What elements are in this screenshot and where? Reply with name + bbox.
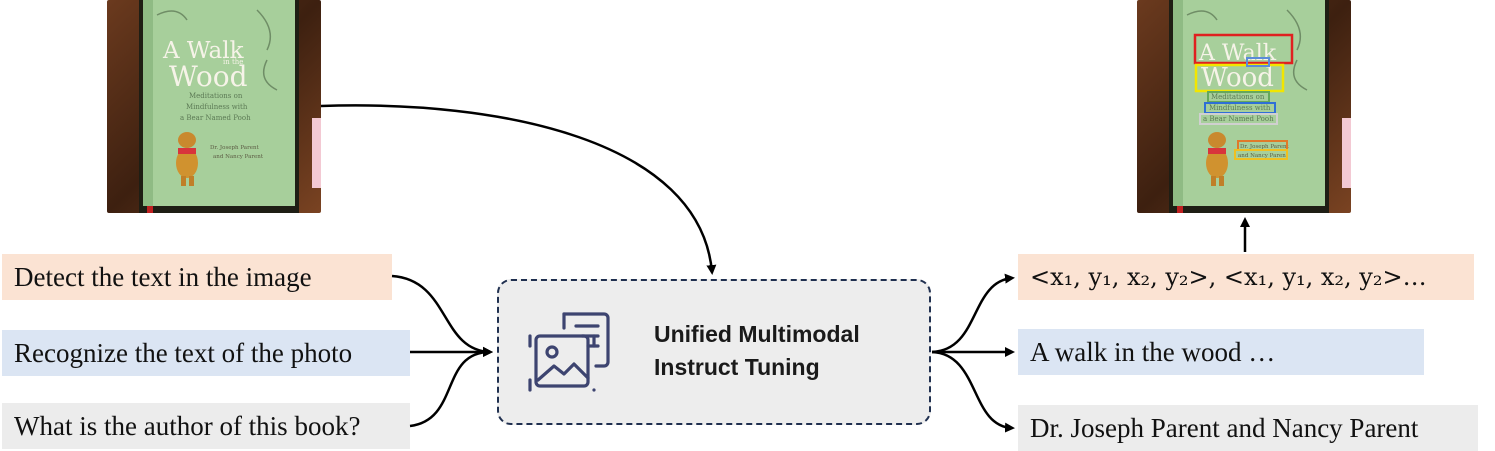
arrow-model-to-a1 — [931, 273, 1015, 354]
cover-subtitle-2: Mindfulness with — [186, 103, 248, 111]
cover-title-line2: Wood — [169, 60, 248, 93]
model-box — [497, 279, 931, 425]
instruction-question: What is the author of this book? — [2, 403, 410, 449]
cover-subtitle-3: a Bear Named Pooh — [180, 114, 251, 122]
cover-subtitle-1: Meditations on — [189, 92, 243, 100]
arrow-q3-to-model — [409, 347, 493, 428]
instruction-detect: Detect the text in the image — [2, 254, 392, 300]
cover-author-2: and Nancy Parent — [213, 154, 264, 160]
output-recognition: A walk in the wood … — [1018, 329, 1424, 375]
model-label-line1: Unified Multimodal — [654, 321, 860, 347]
arrow-model-to-a3 — [931, 350, 1015, 433]
model-label-line2: Instruct Tuning — [654, 354, 820, 380]
cover-title-small: in the — [223, 58, 243, 66]
arrow-image-to-model — [320, 104, 717, 275]
output-detection-image: A Walk Wood Meditations on Mindfulness w… — [1137, 0, 1351, 213]
cover-subtitle-1: Meditations on — [1211, 93, 1265, 101]
cover-author-1: Dr. Joseph Parent — [210, 145, 259, 151]
arrow-q1-to-model — [391, 274, 493, 357]
detection-box — [1246, 57, 1270, 67]
cover-subtitle-3: a Bear Named Pooh — [1203, 115, 1274, 123]
cover-author-1: Dr. Joseph Parent — [1240, 144, 1289, 150]
cover-author-2: and Nancy Parent — [1238, 153, 1289, 159]
detection-box — [1193, 33, 1294, 65]
cover-subtitle-2: Mindfulness with — [1209, 104, 1271, 112]
model-label: Unified Multimodal Instruct Tuning — [654, 318, 924, 384]
detection-box — [1234, 149, 1288, 160]
input-image: A Walk in the Wood Meditations on Mindfu… — [107, 0, 321, 213]
pooh-bear-icon — [176, 132, 198, 186]
output-detection-coords: <x₁, y₁, x₂, y₂>, <x₁, y₁, x₂, y₂>… — [1018, 254, 1474, 300]
image-document-icon — [526, 308, 622, 403]
output-answer: Dr. Joseph Parent and Nancy Parent — [1018, 405, 1478, 451]
detection-boxes — [1193, 33, 1294, 160]
pooh-bear-icon — [1206, 132, 1228, 186]
instruction-recognize: Recognize the text of the photo — [2, 330, 410, 376]
detection-box — [1199, 113, 1278, 125]
cover-title-line2: Wood — [1201, 63, 1274, 93]
cover-title-line1: A Walk — [162, 38, 245, 64]
